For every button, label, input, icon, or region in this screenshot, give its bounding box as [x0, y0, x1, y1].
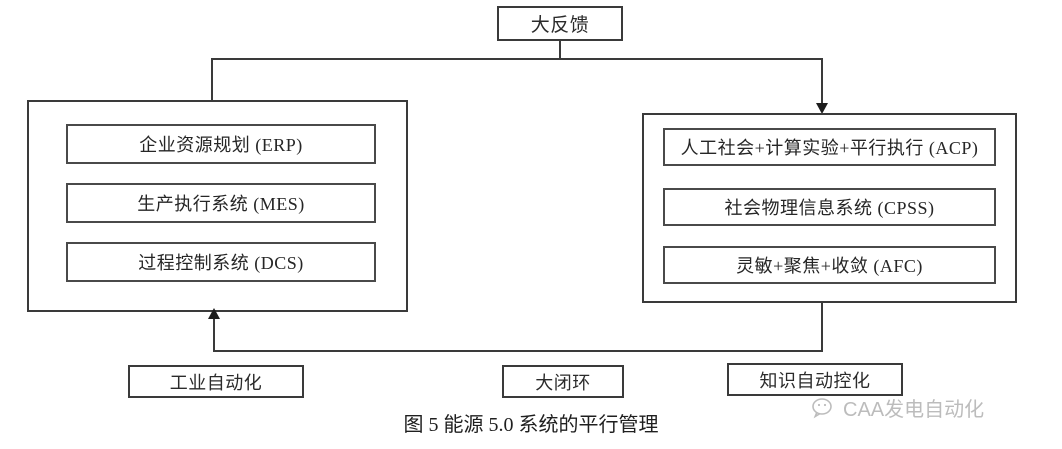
right-panel-item-acp-label: 人工社会+计算实验+平行执行 (ACP) [680, 138, 979, 158]
node-knowledge-automation: 知识自动控化 [727, 363, 903, 396]
right-panel-item-cpss-label: 社会物理信息系统 (CPSS) [724, 198, 935, 218]
left-panel-item-erp: 企业资源规划 (ERP) [66, 124, 376, 164]
left-panel-item-mes: 生产执行系统 (MES) [66, 183, 376, 223]
right-panel-item-cpss: 社会物理信息系统 (CPSS) [663, 188, 996, 226]
node-industrial-automation-label: 工业自动化 [169, 372, 263, 393]
bottom-connector-right-drop [821, 303, 823, 352]
top-connector-right-drop [821, 58, 823, 105]
node-industrial-automation: 工业自动化 [128, 365, 304, 398]
top-feedback-stem [559, 41, 561, 59]
node-big-closed-loop: 大闭环 [502, 365, 624, 398]
node-big-closed-loop-label: 大闭环 [535, 372, 591, 393]
top-connector-left-drop [211, 58, 213, 102]
left-panel-item-dcs-label: 过程控制系统 (DCS) [138, 253, 304, 273]
top-connector-horizontal [211, 58, 823, 60]
wechat-icon [812, 397, 832, 418]
node-big-feedback-label: 大反馈 [530, 15, 590, 36]
watermark: CAA发电自动化 [812, 393, 984, 422]
arrow-into-left-panel [208, 308, 220, 319]
node-knowledge-automation-label: 知识自动控化 [759, 370, 871, 391]
bottom-connector-horizontal [213, 350, 823, 352]
figure-caption: 图 5 能源 5.0 系统的平行管理 [403, 414, 659, 436]
right-panel-item-afc-label: 灵敏+聚焦+收敛 (AFC) [736, 256, 923, 276]
node-big-feedback: 大反馈 [497, 6, 623, 41]
watermark-text: CAA发电自动化 [843, 399, 985, 421]
left-panel-item-erp-label: 企业资源规划 (ERP) [139, 135, 303, 155]
arrow-into-right-panel [816, 103, 828, 114]
left-panel-item-dcs: 过程控制系统 (DCS) [66, 242, 376, 282]
right-panel-item-afc: 灵敏+聚焦+收敛 (AFC) [663, 246, 996, 284]
left-panel-item-mes-label: 生产执行系统 (MES) [137, 194, 305, 214]
right-panel-item-acp: 人工社会+计算实验+平行执行 (ACP) [663, 128, 996, 166]
bottom-connector-left-rise [213, 318, 215, 352]
